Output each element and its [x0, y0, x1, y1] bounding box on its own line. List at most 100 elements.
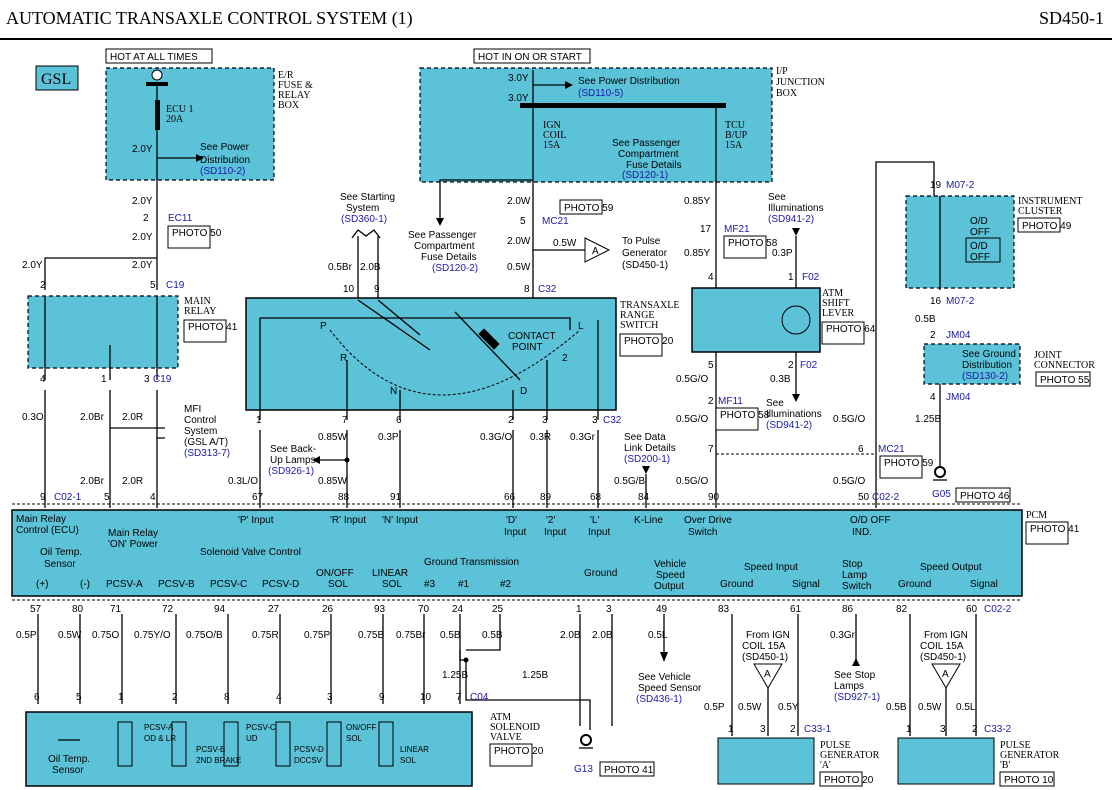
- svg-text:'P' Input: 'P' Input: [238, 515, 274, 526]
- conn-c02-1: C02-1: [54, 492, 82, 503]
- svg-text:IND.: IND.: [852, 527, 872, 538]
- svg-text:17: 17: [700, 224, 712, 235]
- svg-text:1.25B: 1.25B: [522, 670, 548, 681]
- tcu-bup-l3: 15A: [725, 140, 743, 151]
- see-illum1-l2: Illuminations: [768, 203, 824, 214]
- er-fuse-l4: BOX: [278, 100, 300, 111]
- svg-text:1: 1: [256, 415, 262, 426]
- atm-sol-l1: ATM: [490, 712, 511, 723]
- atm-lever-l1: ATM: [822, 288, 843, 299]
- svg-text:25: 25: [492, 604, 504, 615]
- mfi-l1: MFI: [184, 404, 201, 415]
- conn-c02-2-bot: C02-2: [984, 604, 1012, 615]
- bus-bar: [146, 82, 168, 86]
- svg-text:4: 4: [40, 374, 46, 385]
- svg-text:8: 8: [224, 692, 230, 703]
- svg-text:'D': 'D': [506, 515, 517, 526]
- conn-c04: C04: [470, 692, 489, 703]
- svg-text:3: 3: [606, 604, 612, 615]
- svg-text:2.0Y: 2.0Y: [132, 260, 153, 271]
- svg-text:0.3G/O: 0.3G/O: [480, 432, 512, 443]
- photo-64: PHOTO 64: [826, 324, 876, 335]
- svg-text:0.5Y: 0.5Y: [778, 702, 799, 713]
- svg-text:49: 49: [656, 604, 668, 615]
- svg-text:0.5P: 0.5P: [704, 702, 725, 713]
- svg-text:1.25B: 1.25B: [915, 414, 941, 425]
- main-relay-l1: MAIN: [184, 296, 211, 307]
- svg-text:2.0Br: 2.0Br: [80, 476, 105, 487]
- transaxle-range-switch: [245, 297, 617, 411]
- svg-text:2.0W: 2.0W: [507, 196, 531, 207]
- od-off-lbl-l2: OFF: [970, 227, 990, 238]
- photo-58-mf21: PHOTO 58: [728, 238, 778, 249]
- ground-icon-g13: [580, 734, 592, 746]
- spf1-l1: See Passenger: [612, 138, 681, 149]
- svg-text:5: 5: [104, 492, 110, 503]
- svg-text:3.0Y: 3.0Y: [508, 73, 529, 84]
- conn-c19-top: C19: [166, 280, 185, 291]
- joint-conn-l2: CONNECTOR: [1034, 360, 1095, 371]
- tcu-bup-l2: B/UP: [725, 130, 748, 141]
- photo-50: PHOTO 50: [172, 228, 222, 239]
- pg-a-l1: PULSE: [820, 740, 851, 751]
- svg-text:3: 3: [940, 724, 946, 735]
- main-relay-box: [27, 295, 179, 369]
- spf1-l3: Fuse Details: [626, 160, 682, 171]
- svg-text:P: P: [320, 321, 327, 332]
- svg-text:0.5W: 0.5W: [918, 702, 942, 713]
- solenoid-coils: [117, 721, 394, 767]
- svg-text:2: 2: [972, 724, 978, 735]
- ref-sd360-1: (SD360-1): [341, 214, 387, 225]
- page-code: SD450-1: [1038, 8, 1104, 28]
- gsl-label: GSL: [41, 71, 71, 88]
- svg-text:0.5B: 0.5B: [440, 630, 461, 641]
- pcm-bottom-wires: 0.5P 0.5W 0.75O 0.75Y/O 0.75O/B 0.75R 0.…: [16, 630, 856, 641]
- sol-onoff-l2: SOL: [346, 734, 363, 743]
- cluster-l1: INSTRUMENT: [1018, 196, 1082, 207]
- ref-sd110-2: (SD110-2): [200, 166, 245, 177]
- photo-41-relay: PHOTO 41: [188, 322, 238, 333]
- svg-text:'ON' Power: 'ON' Power: [108, 539, 159, 550]
- conn-c33-2: C33-2: [984, 724, 1012, 735]
- gsl-badge: [35, 65, 79, 91]
- svg-text:L: L: [578, 321, 584, 332]
- svg-text:93: 93: [374, 604, 386, 615]
- svg-text:50: 50: [858, 492, 870, 503]
- conn-c32-top: C32: [538, 284, 557, 295]
- svg-text:5: 5: [150, 280, 156, 291]
- er-fuse-box: [105, 67, 275, 181]
- svg-text:Input: Input: [588, 527, 610, 538]
- pg-b-l3: 'B': [1000, 760, 1010, 771]
- conn-ec11: EC11: [168, 213, 193, 224]
- photo-41-g13: PHOTO 41: [604, 765, 654, 776]
- svg-text:0.85Y: 0.85Y: [684, 196, 710, 207]
- ref-sd200-1: (SD200-1): [624, 454, 670, 465]
- svg-text:A: A: [942, 669, 949, 680]
- mfi-l2: Control: [184, 415, 216, 426]
- svg-text:0.5B: 0.5B: [886, 702, 907, 713]
- ecu1-l1: ECU 1: [166, 104, 194, 115]
- svg-text:1: 1: [788, 272, 794, 283]
- svg-text:0.75O/B: 0.75O/B: [186, 630, 223, 641]
- svg-text:K-Line: K-Line: [634, 515, 663, 526]
- svg-text:4: 4: [150, 492, 156, 503]
- atm-sol-l3: VALVE: [490, 732, 522, 743]
- ref-sd436-1: (SD436-1): [636, 694, 682, 705]
- ipjb-l1: I/P: [776, 66, 788, 77]
- photo-10: PHOTO 10: [1004, 775, 1054, 786]
- svg-text:Input: Input: [544, 527, 566, 538]
- sol-b-l1: PCSV-B: [196, 745, 225, 754]
- od-off-ind-l1: O/D: [970, 241, 988, 252]
- svg-text:#1: #1: [458, 579, 470, 590]
- svg-text:0.3L/O: 0.3L/O: [228, 476, 258, 487]
- see-power-dist-1b: Distribution: [200, 155, 250, 166]
- svg-text:6: 6: [34, 692, 40, 703]
- svg-text:Ground: Ground: [898, 579, 931, 590]
- from-ign-a-l3: (SD450-1): [742, 652, 788, 663]
- conn-g05: G05: [932, 489, 951, 500]
- conn-mf11: MF11: [718, 396, 743, 407]
- svg-text:2: 2: [508, 415, 514, 426]
- svg-text:60: 60: [966, 604, 978, 615]
- conn-g13: G13: [574, 764, 593, 775]
